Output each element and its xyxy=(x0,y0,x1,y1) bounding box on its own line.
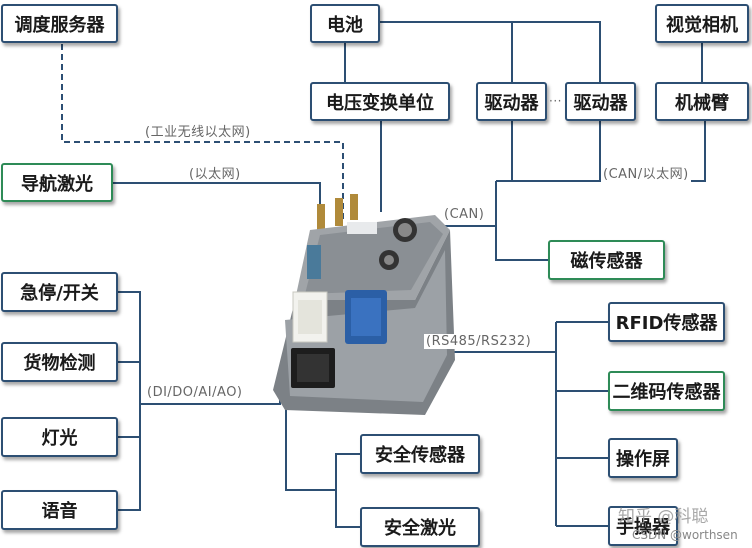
battery-line xyxy=(380,21,513,82)
estop-switch-box: 急停/开关 xyxy=(1,272,118,312)
handheld-box: 手操器 xyxy=(608,506,678,546)
voice-box: 语音 xyxy=(1,490,118,530)
safety-sensor-label: 安全传感器 xyxy=(375,445,465,466)
driver-1-box: 驱动器 xyxy=(476,82,547,121)
driver-2-label: 驱动器 xyxy=(573,92,628,114)
can-label: (CAN) xyxy=(442,207,487,222)
battery-label: 电池 xyxy=(327,14,363,36)
can-ethernet-line xyxy=(496,121,706,182)
nav-laser-label: 导航激光 xyxy=(21,173,93,195)
light-box: 灯光 xyxy=(1,417,118,457)
rs485-label: (RS485/RS232) xyxy=(424,334,534,349)
touchscreen-box: 操作屏 xyxy=(608,438,678,478)
dido-label: (DI/DO/AI/AO) xyxy=(145,385,245,400)
vision-camera-label: 视觉相机 xyxy=(666,14,738,36)
safety-laser-label: 安全激光 xyxy=(384,518,456,539)
driver-2-box: 驱动器 xyxy=(565,82,636,121)
vision-camera-box: 视觉相机 xyxy=(655,4,749,43)
ethernet-label: (以太网) xyxy=(187,163,243,182)
light-label: 灯光 xyxy=(41,428,78,449)
nav-laser-box: 导航激光 xyxy=(1,163,113,202)
io-line xyxy=(118,291,141,511)
magnetic-sensor-box: 磁传感器 xyxy=(548,240,665,280)
watermark-csdn: CSDN @worthsen xyxy=(632,528,738,542)
industrial-wireless-label: (工业无线以太网) xyxy=(143,121,253,140)
robot-arm-label: 机械臂 xyxy=(675,92,729,114)
agv-controller-image xyxy=(273,194,455,415)
qr-sensor-label: 二维码传感器 xyxy=(612,382,721,403)
watermark-site: 知乎 @科聪 xyxy=(618,507,709,527)
can-line xyxy=(440,225,548,261)
dispatch-server-label: 调度服务器 xyxy=(14,14,105,36)
voice-label: 语音 xyxy=(41,501,78,522)
safety-sensor-box: 安全传感器 xyxy=(360,434,480,474)
voltage-converter-box: 电压变换单位 xyxy=(310,82,450,121)
safety-laser-box: 安全激光 xyxy=(360,507,480,547)
touchscreen-label: 操作屏 xyxy=(616,449,670,470)
cargo-detect-box: 货物检测 xyxy=(1,342,118,382)
can-ethernet-label: (CAN/以太网) xyxy=(601,163,691,182)
rfid-sensor-box: RFID传感器 xyxy=(608,302,725,342)
battery-box: 电池 xyxy=(310,4,380,43)
driver-1-label: 驱动器 xyxy=(484,92,539,114)
cargo-detect-label: 货物检测 xyxy=(23,353,96,374)
qr-sensor-box: 二维码传感器 xyxy=(608,371,725,411)
dispatch-server-box: 调度服务器 xyxy=(1,4,118,43)
estop-switch-label: 急停/开关 xyxy=(20,283,99,304)
robot-arm-box: 机械臂 xyxy=(655,82,749,121)
rfid-sensor-label: RFID传感器 xyxy=(615,313,718,334)
handheld-label: 手操器 xyxy=(616,517,670,538)
magnetic-sensor-label: 磁传感器 xyxy=(570,251,643,272)
driver-ellipsis: ··· xyxy=(549,94,562,108)
voltage-converter-label: 电压变换单位 xyxy=(326,92,434,114)
